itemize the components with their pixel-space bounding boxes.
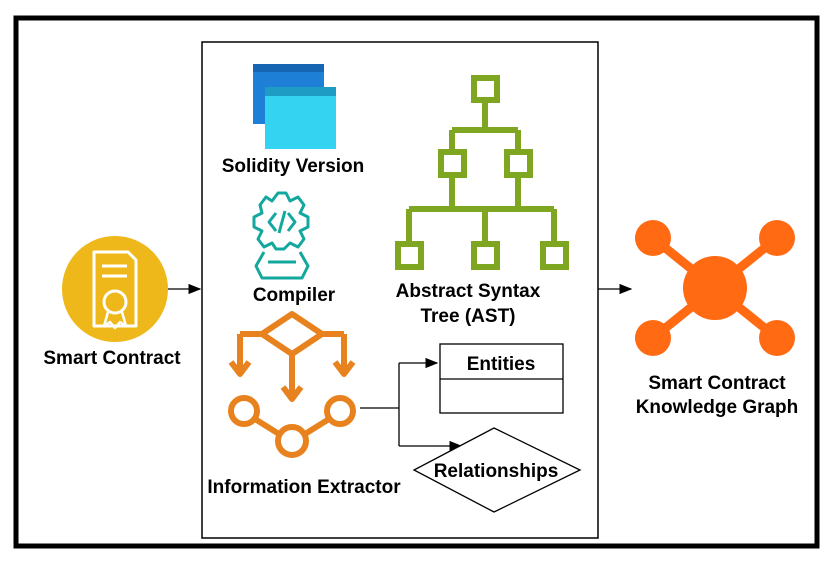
certificate-icon (62, 236, 168, 342)
knowledge-graph-label-line1: Smart Contract (648, 373, 786, 394)
extractor-connectors (360, 357, 463, 452)
ast-label-line1: Abstract Syntax (396, 281, 541, 302)
ast-label-line2: Tree (AST) (420, 306, 515, 327)
entities-box (439, 343, 564, 414)
smart-contract-label: Smart Contract (43, 348, 181, 369)
solidity-version-label: Solidity Version (222, 156, 365, 177)
compiler-label: Compiler (253, 285, 336, 306)
stacked-windows-icon (253, 64, 336, 149)
cube-flow-icon (228, 311, 356, 458)
knowledge-graph-label-line2: Knowledge Graph (636, 397, 799, 418)
relationships-label: Relationships (434, 461, 559, 482)
entities-label: Entities (467, 354, 536, 375)
tree-hierarchy-icon (395, 75, 569, 270)
network-graph-icon (635, 220, 795, 356)
information-extractor-label: Information Extractor (207, 477, 401, 498)
outer-border (13, 15, 820, 549)
relationships-diamond (412, 427, 582, 513)
gear-code-icon (252, 191, 310, 280)
